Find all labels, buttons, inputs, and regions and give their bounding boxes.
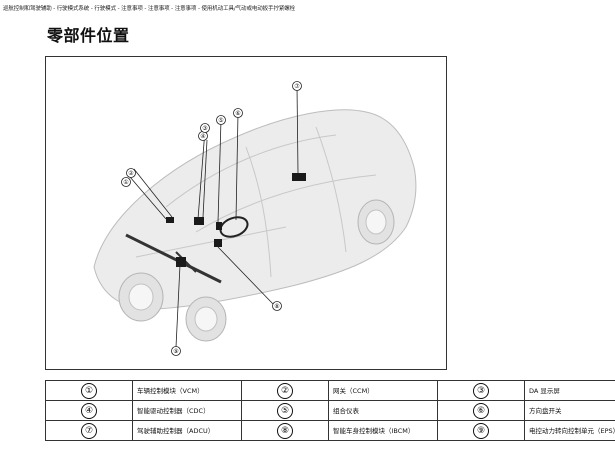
callout-7: ⑦ [294,83,300,90]
callout-8: ⑧ [274,303,279,310]
callout-4: ④ [200,133,205,140]
legend-label: 智能车身控制模块（IBCM） [328,420,438,441]
legend-num: ① [45,380,133,401]
callout-3: ③ [202,125,207,132]
legend-num: ④ [45,400,133,421]
cluster-module [216,222,222,230]
legend-label: 组合仪表 [328,400,438,421]
legend-num: ② [241,380,329,401]
adcu-module [292,173,306,181]
component-location-figure: ① ② ④ ③ ⑤ ⑥ ⑦ ⑧ ⑨ [45,56,447,370]
legend-label: 方向盘开关 [524,400,615,421]
legend-label: DA 显示屏 [524,380,615,401]
legend-num: ⑦ [45,420,133,441]
legend-num: ⑧ [241,420,329,441]
legend-num: ③ [437,380,525,401]
table-row: ④ 智能驱动控制器（CDC） ⑤ 组合仪表 ⑥ 方向盘开关 [45,400,615,421]
ibcm-module [214,239,222,247]
breadcrumb: 巡航控制和驾驶辅助 - 行驶模式系统 - 行驶模式 - 注意事项 - 注意事项 … [3,6,296,12]
legend-label: 网关（CCM） [328,380,438,401]
eps-module [176,257,186,267]
legend-label: 车辆控制模块（VCM） [132,380,242,401]
legend-label: 智能驱动控制器（CDC） [132,400,242,421]
callout-5: ⑤ [218,117,223,124]
legend-num: ⑤ [241,400,329,421]
page-title: 零部件位置 [47,26,130,45]
table-row: ⑦ 驾驶辅助控制器（ADCU） ⑧ 智能车身控制模块（IBCM） ⑨ 电控动力转… [45,420,615,441]
legend-num: ⑨ [437,420,525,441]
car-illustration: ① ② ④ ③ ⑤ ⑥ ⑦ ⑧ ⑨ [93,81,417,356]
callout-6: ⑥ [235,110,240,117]
callout-2: ② [128,170,134,177]
callout-1: ① [123,179,128,186]
vcm-module [166,217,174,223]
component-legend-table: ① 车辆控制模块（VCM） ② 网关（CCM） ③ DA 显示屏 ④ 智能驱动控… [45,380,615,441]
callout-9: ⑨ [173,348,178,355]
table-row: ① 车辆控制模块（VCM） ② 网关（CCM） ③ DA 显示屏 [45,380,615,401]
legend-num: ⑥ [437,400,525,421]
legend-label: 电控动力转向控制单元（EPS） [524,420,615,441]
legend-label: 驾驶辅助控制器（ADCU） [132,420,242,441]
cdc-module [194,217,204,225]
